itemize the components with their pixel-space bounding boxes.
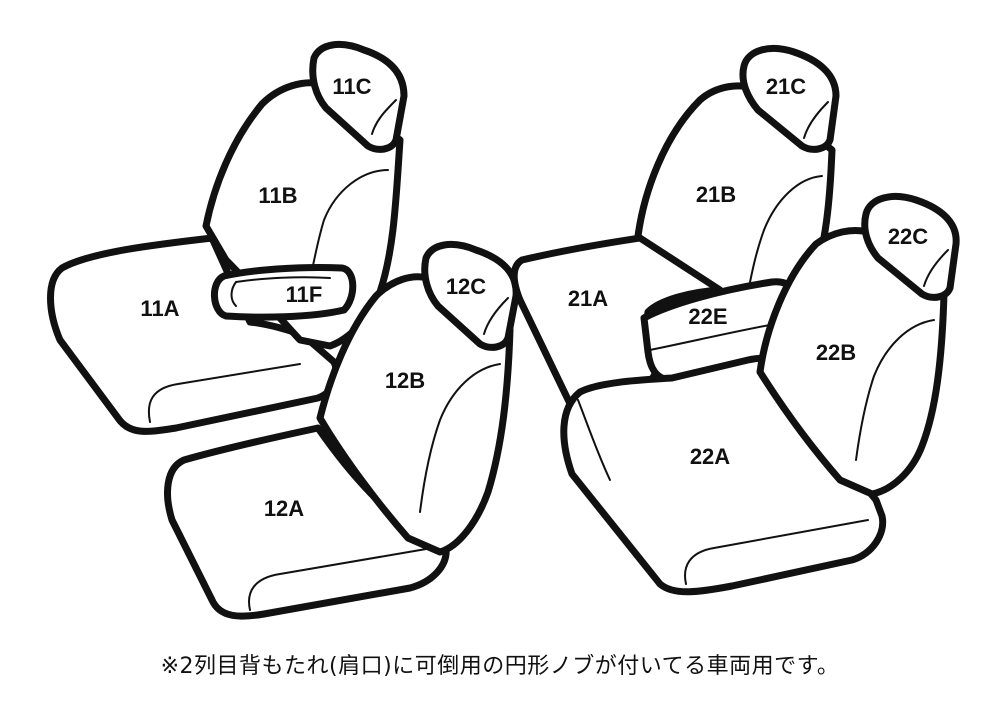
label-21c: 21C (766, 74, 806, 99)
label-11a: 11A (140, 296, 179, 321)
label-21a: 21A (568, 286, 608, 311)
label-11f: 11F (286, 282, 323, 307)
seat-11c-side-line (371, 99, 397, 135)
label-11c: 11C (332, 74, 371, 99)
label-12c: 12C (446, 274, 486, 299)
seat-12b-backrest (316, 273, 514, 556)
label-11b: 11B (258, 183, 297, 208)
seat-12b-side-panel (419, 363, 501, 513)
seat-22b-side-panel (855, 319, 935, 461)
label-21b: 21B (696, 182, 736, 207)
seat-22a-side-line (577, 399, 611, 481)
label-12b: 12B (385, 368, 425, 393)
seat-11: 11A 11B 11C 11F (47, 40, 408, 435)
seat-11a-front-panel (147, 363, 301, 423)
seat-21: 21A 21B 21C 22E (510, 45, 840, 430)
seat-12a-front-panel (248, 547, 433, 611)
label-22e: 22E (688, 304, 727, 329)
seat-22b-backrest (756, 227, 948, 498)
seat-11c-headrest (309, 40, 408, 153)
seat-22c-headrest (861, 193, 960, 301)
label-22a: 22A (690, 444, 730, 469)
seat-11f-end-line (230, 281, 237, 307)
label-22c: 22C (888, 224, 928, 249)
label-22b: 22B (816, 340, 856, 365)
seat-11f-side-line (235, 276, 331, 283)
seat-11f-armrest (211, 263, 357, 321)
seat-12: 12A 12B 12C (164, 240, 520, 620)
seat-21c-side-line (803, 101, 829, 139)
label-12a: 12A (264, 496, 304, 521)
footnote: ※2列目背もたれ(肩口)に可倒用の円形ノブが付いてる車両用です。 (160, 654, 840, 679)
seat-12c-headrest (421, 240, 520, 351)
seat-21c-headrest (739, 45, 840, 153)
seat-22a-front-panel (684, 519, 869, 585)
seat-22: 22A 22B 22C (560, 193, 960, 596)
seat-22c-side-line (923, 249, 949, 287)
seat-21b-side-panel (747, 175, 823, 293)
seat-12c-side-line (483, 297, 509, 335)
